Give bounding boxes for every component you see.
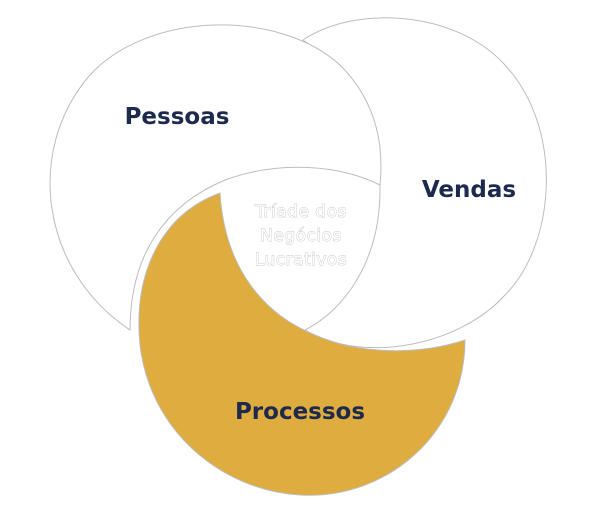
segment-label-pessoas: Pessoas bbox=[125, 104, 230, 130]
center-title-line-1: Tríade dos bbox=[254, 202, 347, 222]
segment-processos bbox=[138, 192, 466, 496]
segment-label-processos: Processos bbox=[235, 399, 365, 425]
center-title: Tríade dos Negócios Lucrativos bbox=[254, 202, 347, 271]
segment-pessoas bbox=[49, 24, 382, 331]
center-title-line-2: Negócios bbox=[260, 226, 342, 246]
segment-label-vendas: Vendas bbox=[422, 177, 516, 203]
center-title-line-3: Lucrativos bbox=[255, 250, 347, 270]
